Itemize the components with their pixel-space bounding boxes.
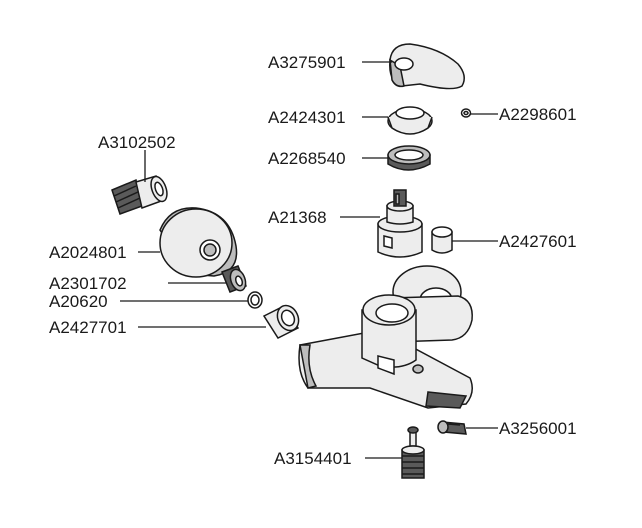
label-a20620: A20620 bbox=[49, 292, 108, 311]
wall-flange-icon bbox=[159, 207, 238, 278]
label-a2298601: A2298601 bbox=[499, 105, 577, 124]
eccentric-connector-icon bbox=[111, 175, 168, 215]
part-labels: A3275901 A2424301 A2298601 A2268540 A213… bbox=[49, 53, 577, 468]
label-a3154401: A3154401 bbox=[274, 449, 352, 468]
label-a2024801: A2024801 bbox=[49, 243, 127, 262]
label-a2301702: A2301702 bbox=[49, 274, 127, 293]
cartridge-icon bbox=[377, 189, 423, 258]
leader-lines bbox=[120, 61, 498, 459]
diverter-icon bbox=[401, 426, 425, 479]
label-a21368: A21368 bbox=[268, 208, 327, 227]
label-a3275901: A3275901 bbox=[268, 53, 346, 72]
o-ring-icon bbox=[247, 291, 263, 309]
threaded-ring-icon bbox=[387, 145, 431, 171]
cap-icon bbox=[431, 226, 453, 254]
aerator-icon bbox=[437, 420, 467, 435]
handle-lever-icon bbox=[389, 43, 465, 90]
label-a2427701: A2427701 bbox=[49, 318, 127, 337]
small-screw-icon bbox=[460, 108, 472, 118]
trim-ring-icon bbox=[387, 106, 433, 135]
faucet-body bbox=[298, 265, 473, 409]
label-a2424301: A2424301 bbox=[268, 108, 346, 127]
label-a2268540: A2268540 bbox=[268, 149, 346, 168]
label-a3256001: A3256001 bbox=[499, 419, 577, 438]
check-valve-icon bbox=[221, 265, 247, 293]
label-a3102502: A3102502 bbox=[98, 133, 176, 152]
nut-icon bbox=[262, 304, 300, 339]
label-a2427601: A2427601 bbox=[499, 232, 577, 251]
